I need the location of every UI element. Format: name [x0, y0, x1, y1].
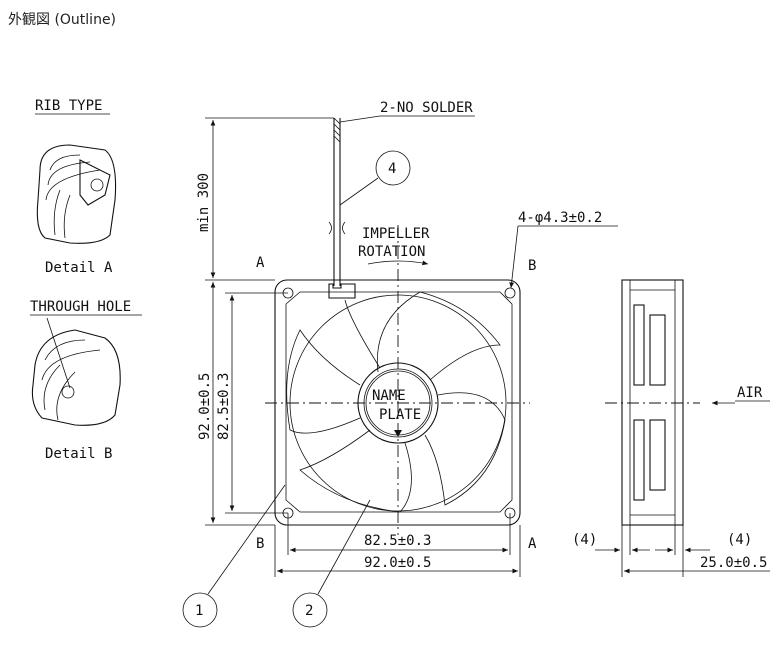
no-solder-label: 2-NO SOLDER — [380, 100, 473, 116]
name-plate-line2: PLATE — [379, 407, 421, 423]
section-b-bottom: B — [256, 536, 264, 552]
detail-b-label: Detail B — [45, 446, 112, 462]
rotation-label: ROTATION — [358, 244, 425, 260]
lead-wire — [328, 117, 356, 299]
impeller-label: IMPELLER — [362, 226, 430, 242]
detail-a-label: Detail A — [45, 260, 113, 276]
thickness-dim: 25.0±0.5 — [700, 555, 767, 571]
fan-side-view — [605, 279, 700, 526]
rib-type-label: RIB TYPE — [35, 98, 102, 114]
rib-right-dim: (4) — [727, 532, 752, 548]
fan-front-view — [265, 225, 530, 535]
air-label: AIR — [737, 385, 763, 401]
impeller-blades — [286, 291, 506, 513]
rotation-arrow — [367, 260, 429, 266]
width-outer-dim: 92.0±0.5 — [364, 555, 431, 571]
min-length-dim: min 300 — [196, 173, 212, 232]
detail-b-illustration — [31, 317, 121, 426]
callout-2 — [292, 592, 328, 628]
through-hole-label: THROUGH HOLE — [30, 299, 131, 315]
callout-1 — [182, 592, 218, 628]
section-b-top: B — [528, 258, 536, 274]
drawing-title: 外観図 (Outline) — [8, 12, 117, 28]
height-outer-dim: 92.0±0.5 — [197, 373, 213, 440]
section-a-bottom: A — [528, 536, 537, 552]
holes-label: 4-φ4.3±0.2 — [518, 210, 602, 226]
callout-2-label: 2 — [305, 603, 313, 619]
section-a-top: A — [256, 255, 265, 271]
name-plate-line1: NAME — [372, 388, 406, 404]
height-pitch-dim: 82.5±0.3 — [216, 373, 232, 440]
width-pitch-dim: 82.5±0.3 — [364, 533, 431, 549]
callout-4-label: 4 — [388, 161, 396, 177]
callout-1-label: 1 — [195, 603, 203, 619]
detail-a-illustration — [36, 144, 117, 244]
rib-left-dim: (4) — [572, 532, 597, 548]
callout-4 — [375, 150, 411, 186]
